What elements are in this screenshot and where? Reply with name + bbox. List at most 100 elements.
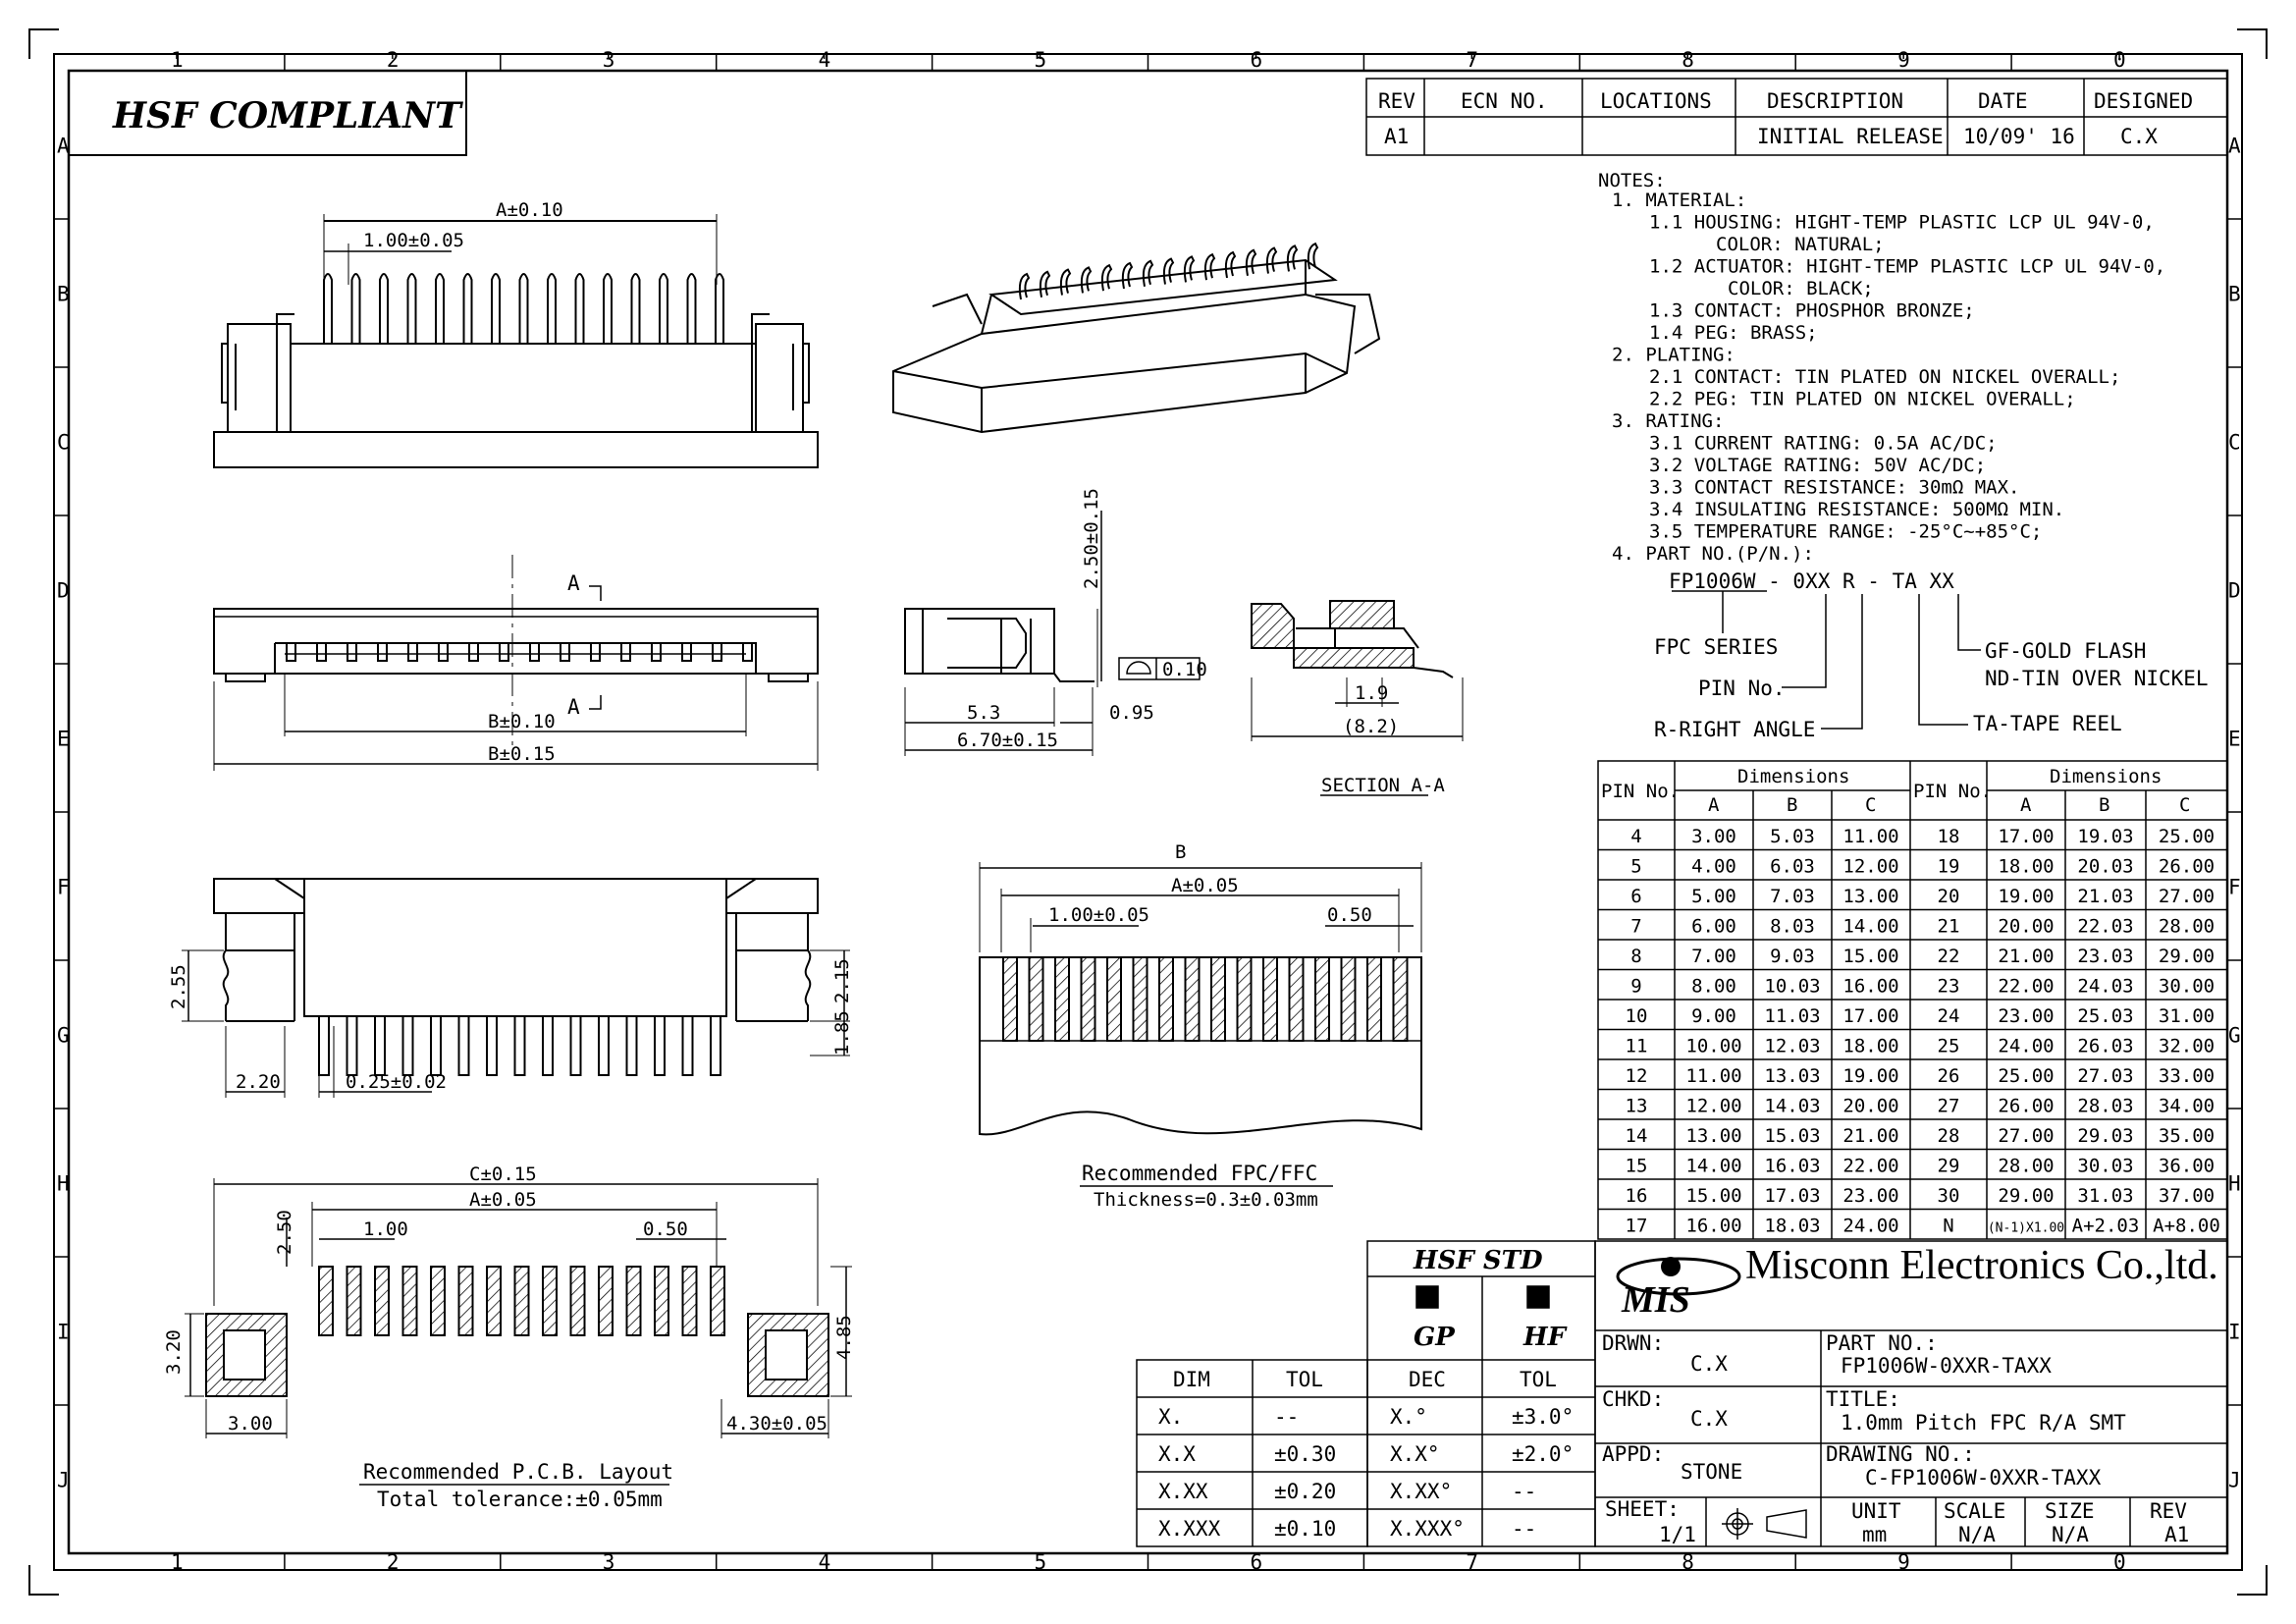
contact-slot — [316, 642, 327, 662]
dim-table-cell: 13.00 — [1842, 886, 1898, 907]
fpc-finger — [1314, 956, 1330, 1042]
dimension-table — [1597, 760, 2228, 1240]
contact-pin — [406, 273, 417, 344]
dim-table-cell: 20.00 — [1842, 1096, 1898, 1117]
hsf-compliant-text: HSF COMPLIANT — [112, 95, 463, 136]
solder-tail — [569, 1016, 582, 1076]
dim-table-cell: 35.00 — [2159, 1125, 2215, 1147]
bottom-view — [182, 878, 850, 1098]
iso-pin — [1203, 252, 1216, 281]
dim-table-cell: 33.00 — [2159, 1065, 2215, 1087]
zone-row-left: C — [57, 431, 70, 455]
iso-pin — [1245, 248, 1257, 276]
title-label: TITLE: — [1826, 1387, 1900, 1411]
zone-col-bottom: 5 — [1035, 1550, 1047, 1574]
dim-table-cell: 4.00 — [1691, 856, 1736, 878]
zone-col-bottom: 8 — [1682, 1550, 1694, 1574]
contact-slot — [620, 642, 631, 662]
note-line: 1.2 ACTUATOR: HIGHT-TEMP PLASTIC LCP UL … — [1649, 256, 2165, 278]
fpc-finger — [1184, 956, 1201, 1042]
zone-row-right: I — [2228, 1321, 2241, 1344]
tol-cell: X.X° — [1390, 1442, 1440, 1466]
iso-pin — [1039, 270, 1051, 298]
contact-slot — [377, 642, 388, 662]
fpc-finger — [1002, 956, 1018, 1042]
pcb-pad — [710, 1266, 725, 1336]
dim-table-cell: N — [1943, 1216, 1953, 1237]
drawing-label: DRAWING NO.: — [1826, 1442, 1975, 1466]
dim-table-sub: A — [1708, 794, 1720, 816]
zone-row-left: F — [57, 876, 70, 899]
drwn-label: DRWN: — [1602, 1331, 1664, 1355]
contact-slot — [529, 642, 540, 662]
dim-table-cell: 5.00 — [1691, 886, 1736, 907]
tol-cell: X.X — [1158, 1442, 1196, 1466]
corner-marks — [28, 28, 2268, 1596]
contact-pin — [323, 273, 333, 344]
dim-table-cell: 21.03 — [2077, 886, 2133, 907]
tol-header: DIM — [1173, 1368, 1210, 1391]
solder-tail — [318, 1016, 330, 1076]
dim-table-cell: 10.00 — [1685, 1036, 1741, 1057]
dim-table-sub: C — [2179, 794, 2190, 816]
iso-pin — [1059, 268, 1072, 296]
contact-slot — [407, 642, 418, 662]
dim-table-cell: 21 — [1938, 916, 1960, 938]
scale-value: N/A — [1958, 1523, 1996, 1546]
fpc-finger — [1158, 956, 1174, 1042]
dim-front-b1: B±0.10 — [488, 711, 556, 732]
rev-header: DATE — [1978, 89, 2028, 113]
dim-table-cell: 7 — [1630, 916, 1641, 938]
pcb-pad — [486, 1266, 502, 1336]
zone-col-top: 5 — [1035, 48, 1047, 72]
dim-table-cell: 15.00 — [1685, 1185, 1741, 1207]
pn-angle: R-RIGHT ANGLE — [1654, 718, 1815, 741]
dim-table-cell: 12.00 — [1685, 1096, 1741, 1117]
contact-pin — [462, 273, 473, 344]
dim-table-cell: 12 — [1626, 1065, 1648, 1087]
dim-table-cell: 9.00 — [1691, 1005, 1736, 1027]
note-line: 2.2 PEG: TIN PLATED ON NICKEL OVERALL; — [1649, 389, 2076, 410]
dim-table-cell: 24.03 — [2077, 976, 2133, 998]
chkd-label: CHKD: — [1602, 1387, 1664, 1411]
tol-header: TOL — [1520, 1368, 1557, 1391]
solder-tail — [401, 1016, 414, 1076]
dim-fpc-a: A±0.05 — [1171, 875, 1239, 896]
dim-table-sub: A — [2020, 794, 2032, 816]
dim-table-cell: 13 — [1626, 1096, 1648, 1117]
zone-col-top: 7 — [1466, 48, 1478, 72]
dim-top-pitch: 1.00±0.05 — [363, 230, 464, 251]
chkd-value: C.X — [1690, 1407, 1728, 1431]
iso-pin — [1080, 266, 1093, 294]
dim-table-header-pin: PIN No. — [1913, 781, 1992, 802]
rev-value: A1 — [2164, 1523, 2189, 1546]
zone-col-bottom: 1 — [171, 1550, 184, 1574]
fpc-finger — [1288, 956, 1305, 1042]
side-view — [904, 511, 1201, 756]
note-line: 1. MATERIAL: — [1612, 189, 1746, 211]
zone-row-right: E — [2228, 728, 2241, 751]
dim-table-cell: 17.03 — [1764, 1185, 1820, 1207]
solder-tail — [457, 1016, 470, 1076]
dim-pcb-3-00: 3.00 — [228, 1413, 273, 1435]
pcb-layout-view — [185, 1178, 852, 1486]
dim-table-cell: 23.03 — [2077, 946, 2133, 967]
dim-fpc-pitch: 1.00±0.05 — [1048, 904, 1149, 926]
iso-pin — [1142, 259, 1154, 287]
solder-tail — [430, 1016, 442, 1076]
dim-bot-1-85: 1.85 — [831, 1010, 853, 1056]
drawing-value: C-FP1006W-0XXR-TAXX — [1865, 1466, 2102, 1489]
dim-pcb-4-30: 4.30±0.05 — [726, 1413, 828, 1435]
contact-pin — [715, 273, 724, 344]
dim-table-cell: 22.03 — [2077, 916, 2133, 938]
dim-table-cell: 7.03 — [1770, 886, 1815, 907]
solder-tail — [486, 1016, 498, 1076]
zone-col-bottom: 2 — [387, 1550, 400, 1574]
note-line: 1.4 PEG: BRASS; — [1649, 322, 1818, 344]
pcb-pad — [625, 1266, 642, 1336]
contact-slot — [712, 642, 722, 662]
tol-cell: X.XXX° — [1390, 1517, 1465, 1541]
dim-side-5-3: 5.3 — [967, 702, 1000, 724]
